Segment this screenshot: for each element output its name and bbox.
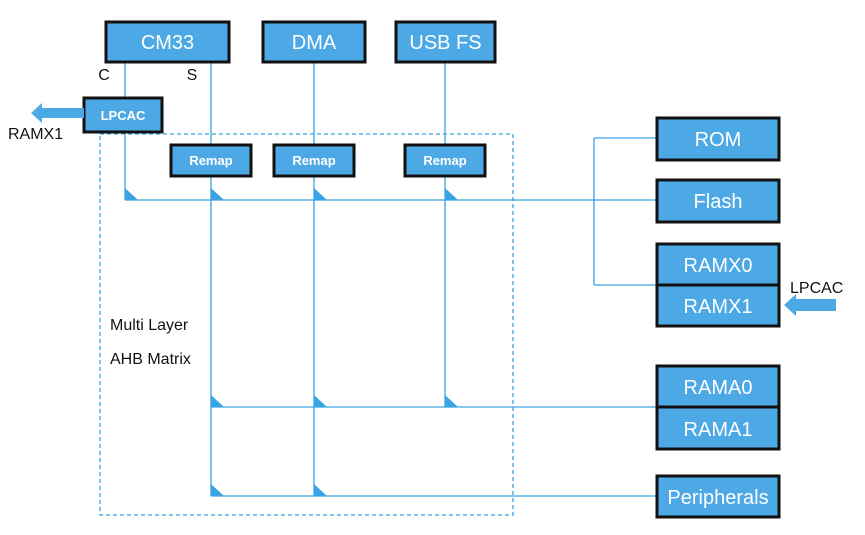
slave-ramx0[interactable]: RAMX0 [655, 242, 781, 287]
lpcac-left-arrow [31, 103, 84, 123]
usb-fs-label: USB FS [409, 32, 481, 54]
flash-box[interactable] [655, 178, 781, 224]
cm33-label: CM33 [141, 32, 194, 54]
peripherals-label: Peripherals [667, 487, 768, 509]
ramx0-label: RAMX0 [684, 255, 753, 277]
junction-marker [445, 188, 458, 200]
rama0-label: RAMA0 [684, 377, 753, 399]
remap-usb[interactable]: Remap [403, 143, 487, 178]
rama1-label: RAMA1 [684, 419, 753, 441]
lpcac-right-label: LPCAC [790, 280, 843, 297]
ramx0-box[interactable] [655, 242, 781, 287]
matrix-label-line1: Multi Layer [110, 317, 189, 334]
slave-ramx1[interactable]: RAMX1 [655, 283, 781, 328]
rom-box[interactable] [655, 116, 781, 162]
ahb-matrix-region [99, 133, 514, 516]
junction-marker [211, 395, 224, 407]
remap-cm33-box[interactable] [169, 143, 253, 178]
ramx1-label: RAMX1 [684, 296, 753, 318]
junction-marker [445, 395, 458, 407]
remap-usb-label: Remap [423, 153, 466, 168]
remap-dma-box[interactable] [272, 143, 356, 178]
matrix-label-line2: AHB Matrix [110, 351, 191, 368]
rom-label: ROM [695, 129, 742, 151]
ramx1-box[interactable] [655, 283, 781, 328]
remap-usb-box[interactable] [403, 143, 487, 178]
junction-marker [314, 395, 327, 407]
usb-fs-box[interactable] [394, 20, 497, 64]
cm33-system-port-label: S [187, 67, 198, 84]
master-dma[interactable]: DMA [261, 20, 367, 64]
junction-marker [314, 188, 327, 200]
slave-flash[interactable]: Flash [655, 178, 781, 224]
dma-box[interactable] [261, 20, 367, 64]
junction-markers [125, 188, 458, 496]
junction-marker [314, 484, 327, 496]
remap-dma-label: Remap [292, 153, 335, 168]
peripherals-box[interactable] [655, 474, 781, 519]
lpcac-right-arrow [784, 294, 836, 316]
bus-wires [124, 62, 657, 497]
remap-cm33-label: Remap [189, 153, 232, 168]
dma-label: DMA [292, 32, 337, 54]
remap-dma[interactable]: Remap [272, 143, 356, 178]
rama0-box[interactable] [655, 364, 781, 409]
ramx1-left-label: RAMX1 [8, 126, 63, 143]
lpcac-left[interactable]: LPCAC [82, 96, 164, 134]
master-cm33[interactable]: CM33 [104, 20, 231, 64]
flash-label: Flash [694, 191, 743, 213]
cm33-code-port-label: C [98, 67, 110, 84]
junction-marker [125, 188, 138, 200]
junction-marker [211, 484, 224, 496]
slave-rom[interactable]: ROM [655, 116, 781, 162]
cm33-box[interactable] [104, 20, 231, 64]
junction-marker [211, 188, 224, 200]
rama1-box[interactable] [655, 405, 781, 451]
slave-peripherals[interactable]: Peripherals [655, 474, 781, 519]
master-usb-fs[interactable]: USB FS [394, 20, 497, 64]
remap-cm33[interactable]: Remap [169, 143, 253, 178]
slave-rama0[interactable]: RAMA0 [655, 364, 781, 409]
lpcac-left-label: LPCAC [101, 108, 146, 123]
slave-rama1[interactable]: RAMA1 [655, 405, 781, 451]
